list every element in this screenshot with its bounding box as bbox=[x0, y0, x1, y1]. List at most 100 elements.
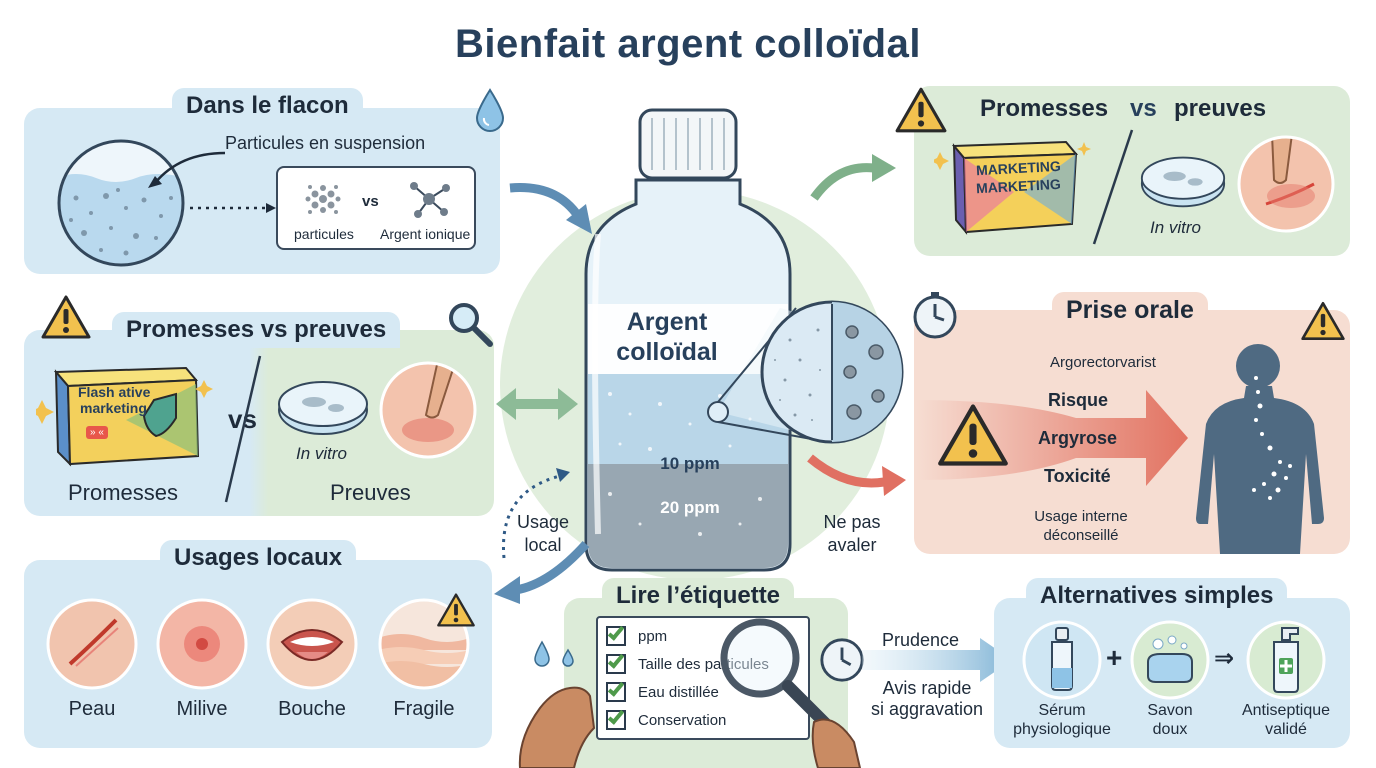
soap-icon bbox=[1130, 620, 1210, 700]
clock-icon bbox=[913, 292, 957, 339]
invitro-right-label: In vitro bbox=[1150, 218, 1202, 237]
clock-icon bbox=[820, 638, 864, 682]
divider-slash bbox=[1092, 129, 1134, 245]
promesses-left-title: Promesses vs preuves bbox=[112, 312, 401, 348]
magnifier-icon bbox=[449, 303, 493, 347]
page-title: Bienfait argent colloïdal bbox=[455, 22, 921, 66]
arrow-to-promesses bbox=[810, 154, 896, 201]
etiquette-title: Lire l’étiquette bbox=[602, 578, 795, 614]
checklist: ppm Taille des particules Eau distillée … bbox=[606, 622, 810, 734]
alt-savon-line1: Savon bbox=[1147, 702, 1193, 719]
water-drop-icon bbox=[534, 640, 574, 667]
skin-finger-icon bbox=[1237, 135, 1335, 233]
bottle-ppm20: 20 ppm bbox=[660, 498, 720, 517]
promesses-label: Promesses bbox=[68, 480, 179, 505]
checklist-item-label: Conservation bbox=[638, 711, 727, 729]
bottle-ppm10: 10 ppm bbox=[660, 454, 720, 473]
checkbox-checked-icon bbox=[606, 707, 626, 730]
warning-icon bbox=[41, 295, 91, 339]
marketing-box-icon bbox=[36, 366, 213, 467]
arrow-to-bottle bbox=[509, 183, 592, 234]
toxicite-label: Toxicité bbox=[1044, 466, 1111, 486]
checklist-item: Taille des particules bbox=[606, 650, 810, 678]
alt-savon-line2: doux bbox=[1152, 721, 1188, 738]
water-magnified-circle bbox=[57, 139, 185, 267]
skin-finger-icon bbox=[379, 361, 477, 459]
prise-subtitle: Argorectorvarist bbox=[1050, 354, 1156, 371]
double-arrow bbox=[496, 388, 578, 420]
checkbox-checked-icon bbox=[606, 651, 626, 674]
avis-rapide-line2: si aggravation bbox=[870, 699, 984, 719]
checklist-item-label: Eau distillée bbox=[638, 683, 719, 701]
alternatives-title: Alternatives simples bbox=[1026, 578, 1288, 614]
arrow-to-prise bbox=[807, 454, 906, 496]
promesses-right-title-vs: vs bbox=[1130, 95, 1157, 122]
dotted-arrow bbox=[190, 203, 276, 213]
usage-interne-line1: Usage interne bbox=[1034, 508, 1128, 525]
promesses-right-title-a: Promesses bbox=[980, 95, 1109, 122]
checklist-item: Conservation bbox=[606, 706, 810, 734]
prudence-arrow bbox=[862, 638, 1012, 682]
alt-serum-line2: physiologique bbox=[1013, 721, 1111, 738]
bottle-zoom-lens bbox=[707, 300, 904, 444]
argyrose-label: Argyrose bbox=[1038, 428, 1118, 448]
avis-rapide-line1: Avis rapide bbox=[882, 678, 972, 698]
skin-cut-icon bbox=[46, 598, 138, 690]
bottle-label-line2: colloïdal bbox=[616, 338, 718, 366]
water-drop-icon bbox=[475, 88, 505, 132]
alt-antiseptique-line1: Antiseptique bbox=[1241, 702, 1331, 719]
alternatives-plus: + bbox=[1106, 642, 1123, 673]
mouth-icon bbox=[266, 598, 358, 690]
usage-label-milive: Milive bbox=[176, 698, 228, 720]
prise-title: Prise orale bbox=[1052, 292, 1208, 329]
petri-dish-icon bbox=[278, 381, 368, 435]
ionique-label: Argent ionique bbox=[380, 226, 471, 242]
alt-antiseptique-line2: validé bbox=[1265, 721, 1307, 738]
checklist-card bbox=[596, 616, 810, 740]
checkbox-checked-icon bbox=[606, 623, 626, 646]
suspension-arrow bbox=[148, 151, 226, 188]
prudence-label: Prudence bbox=[882, 630, 960, 650]
warning-icon bbox=[437, 593, 475, 627]
warning-icon bbox=[895, 87, 947, 133]
marketing-box-icon bbox=[934, 140, 1091, 235]
preuves-label: Preuves bbox=[330, 480, 411, 505]
serum-bottle-icon bbox=[1022, 620, 1102, 700]
usage-interne-line2: déconseillé bbox=[1043, 527, 1119, 544]
particle-cluster-icon bbox=[305, 185, 341, 214]
particules-card bbox=[276, 166, 476, 250]
risque-label: Risque bbox=[1048, 390, 1109, 410]
promesses-right-title-b: preuves bbox=[1174, 95, 1267, 122]
checklist-item: Eau distillée bbox=[606, 678, 810, 706]
usage-local-line1: Usage bbox=[516, 512, 570, 532]
alternatives-arrow: ⇒ bbox=[1214, 645, 1235, 672]
marketing-box-line2: marketing bbox=[80, 400, 147, 416]
alt-serum-line1: Sérum bbox=[1038, 702, 1086, 719]
magnifier-icon bbox=[720, 618, 862, 768]
usage-label-bouche: Bouche bbox=[278, 698, 346, 720]
invitro-left-label: In vitro bbox=[296, 444, 348, 463]
particules-vs: vs bbox=[362, 193, 379, 210]
checkbox-checked-icon bbox=[606, 679, 626, 702]
ne-pas-line1: Ne pas bbox=[823, 512, 881, 532]
suspension-label: Particules en suspension bbox=[225, 133, 426, 153]
skin-spot-icon bbox=[156, 598, 248, 690]
petri-dish-icon bbox=[1140, 156, 1226, 208]
body-silhouette-icon bbox=[1196, 344, 1324, 554]
warning-icon bbox=[938, 404, 1008, 466]
checklist-item: ppm bbox=[606, 622, 810, 650]
ne-pas-line2: avaler bbox=[827, 535, 877, 555]
usage-label-fragile: Fragile bbox=[393, 698, 455, 720]
ion-molecule-icon bbox=[410, 182, 450, 218]
usage-local-line2: local bbox=[524, 535, 562, 555]
usage-label-peau: Peau bbox=[68, 698, 116, 720]
flacon-title: Dans le flacon bbox=[172, 88, 363, 124]
hand-icon bbox=[518, 686, 596, 768]
marketing-box-line1: Flash ative bbox=[78, 384, 151, 400]
checklist-item-label: Taille des particules bbox=[638, 655, 769, 673]
warning-icon bbox=[1301, 301, 1345, 341]
particules-label: particules bbox=[294, 226, 354, 242]
bottle-illustration bbox=[584, 108, 792, 572]
dotted-arrow-usage bbox=[501, 468, 570, 559]
skin-layers-icon bbox=[378, 598, 470, 690]
